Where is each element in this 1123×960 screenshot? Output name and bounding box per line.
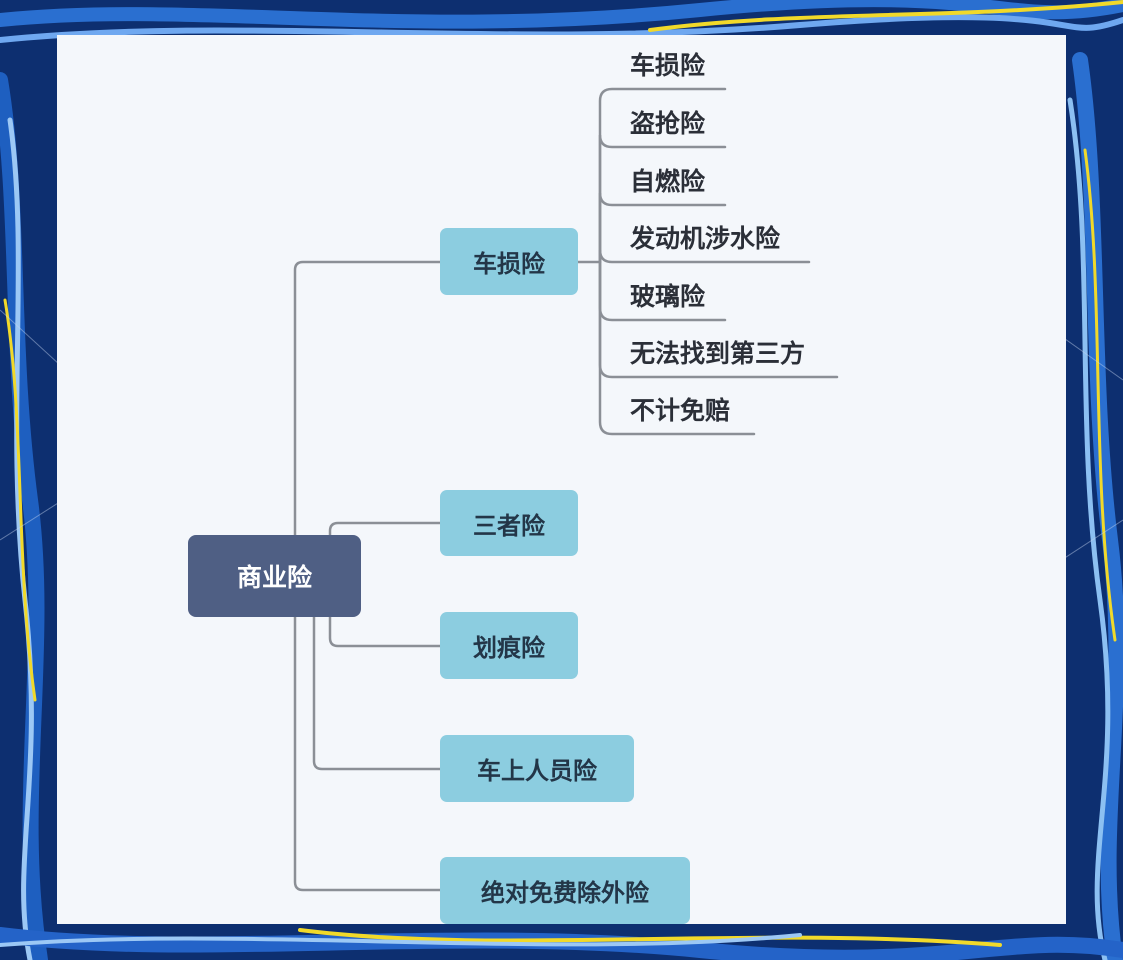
- connector-lines: [293, 87, 839, 892]
- branch-node-third-party: 三者险: [440, 490, 578, 556]
- connector-line: [598, 260, 756, 436]
- branch-node-passenger: 车上人员险: [440, 735, 634, 802]
- root-node-label: 商业险: [236, 563, 312, 592]
- mindmap-canvas: 商业险 车损险 三者险 划痕险 车上人员险 绝对免费除外险 车损险 盗抢险 自燃…: [57, 35, 1066, 924]
- root-node-commercial-insurance: 商业险: [188, 535, 361, 617]
- sub-node-glass: 玻璃险: [630, 282, 706, 311]
- branch-node-deductible-exclusion: 绝对免费除外险: [440, 857, 690, 924]
- connector-line: [598, 134, 727, 264]
- sub-node-engine-wading: 发动机涉水险: [630, 224, 781, 253]
- sub-node-no-third-party: 无法找到第三方: [630, 339, 806, 368]
- branch-node-scratch: 划痕险: [440, 612, 578, 679]
- branch-node-label: 划痕险: [473, 634, 545, 662]
- branch-node-vehicle-damage: 车损险: [440, 228, 578, 295]
- branch-node-label: 车损险: [473, 250, 545, 278]
- sub-node-vehicle-damage: 车损险: [630, 51, 706, 80]
- connector-line: [293, 260, 442, 537]
- sub-node-theft: 盗抢险: [630, 109, 706, 138]
- connector-line: [598, 87, 727, 264]
- sub-node-no-deductible: 不计免赔: [630, 396, 731, 425]
- branch-node-label: 三者险: [473, 511, 545, 540]
- connector-line: [293, 613, 442, 892]
- branch-node-label: 绝对免费除外险: [481, 879, 649, 907]
- connector-line: [598, 249, 811, 264]
- connector-line: [328, 613, 442, 648]
- connector-line: [312, 613, 442, 771]
- branch-node-label: 车上人员险: [477, 757, 597, 785]
- connector-line: [598, 192, 727, 264]
- connector-line: [328, 521, 442, 537]
- sub-node-self-ignition: 自燃险: [630, 167, 706, 196]
